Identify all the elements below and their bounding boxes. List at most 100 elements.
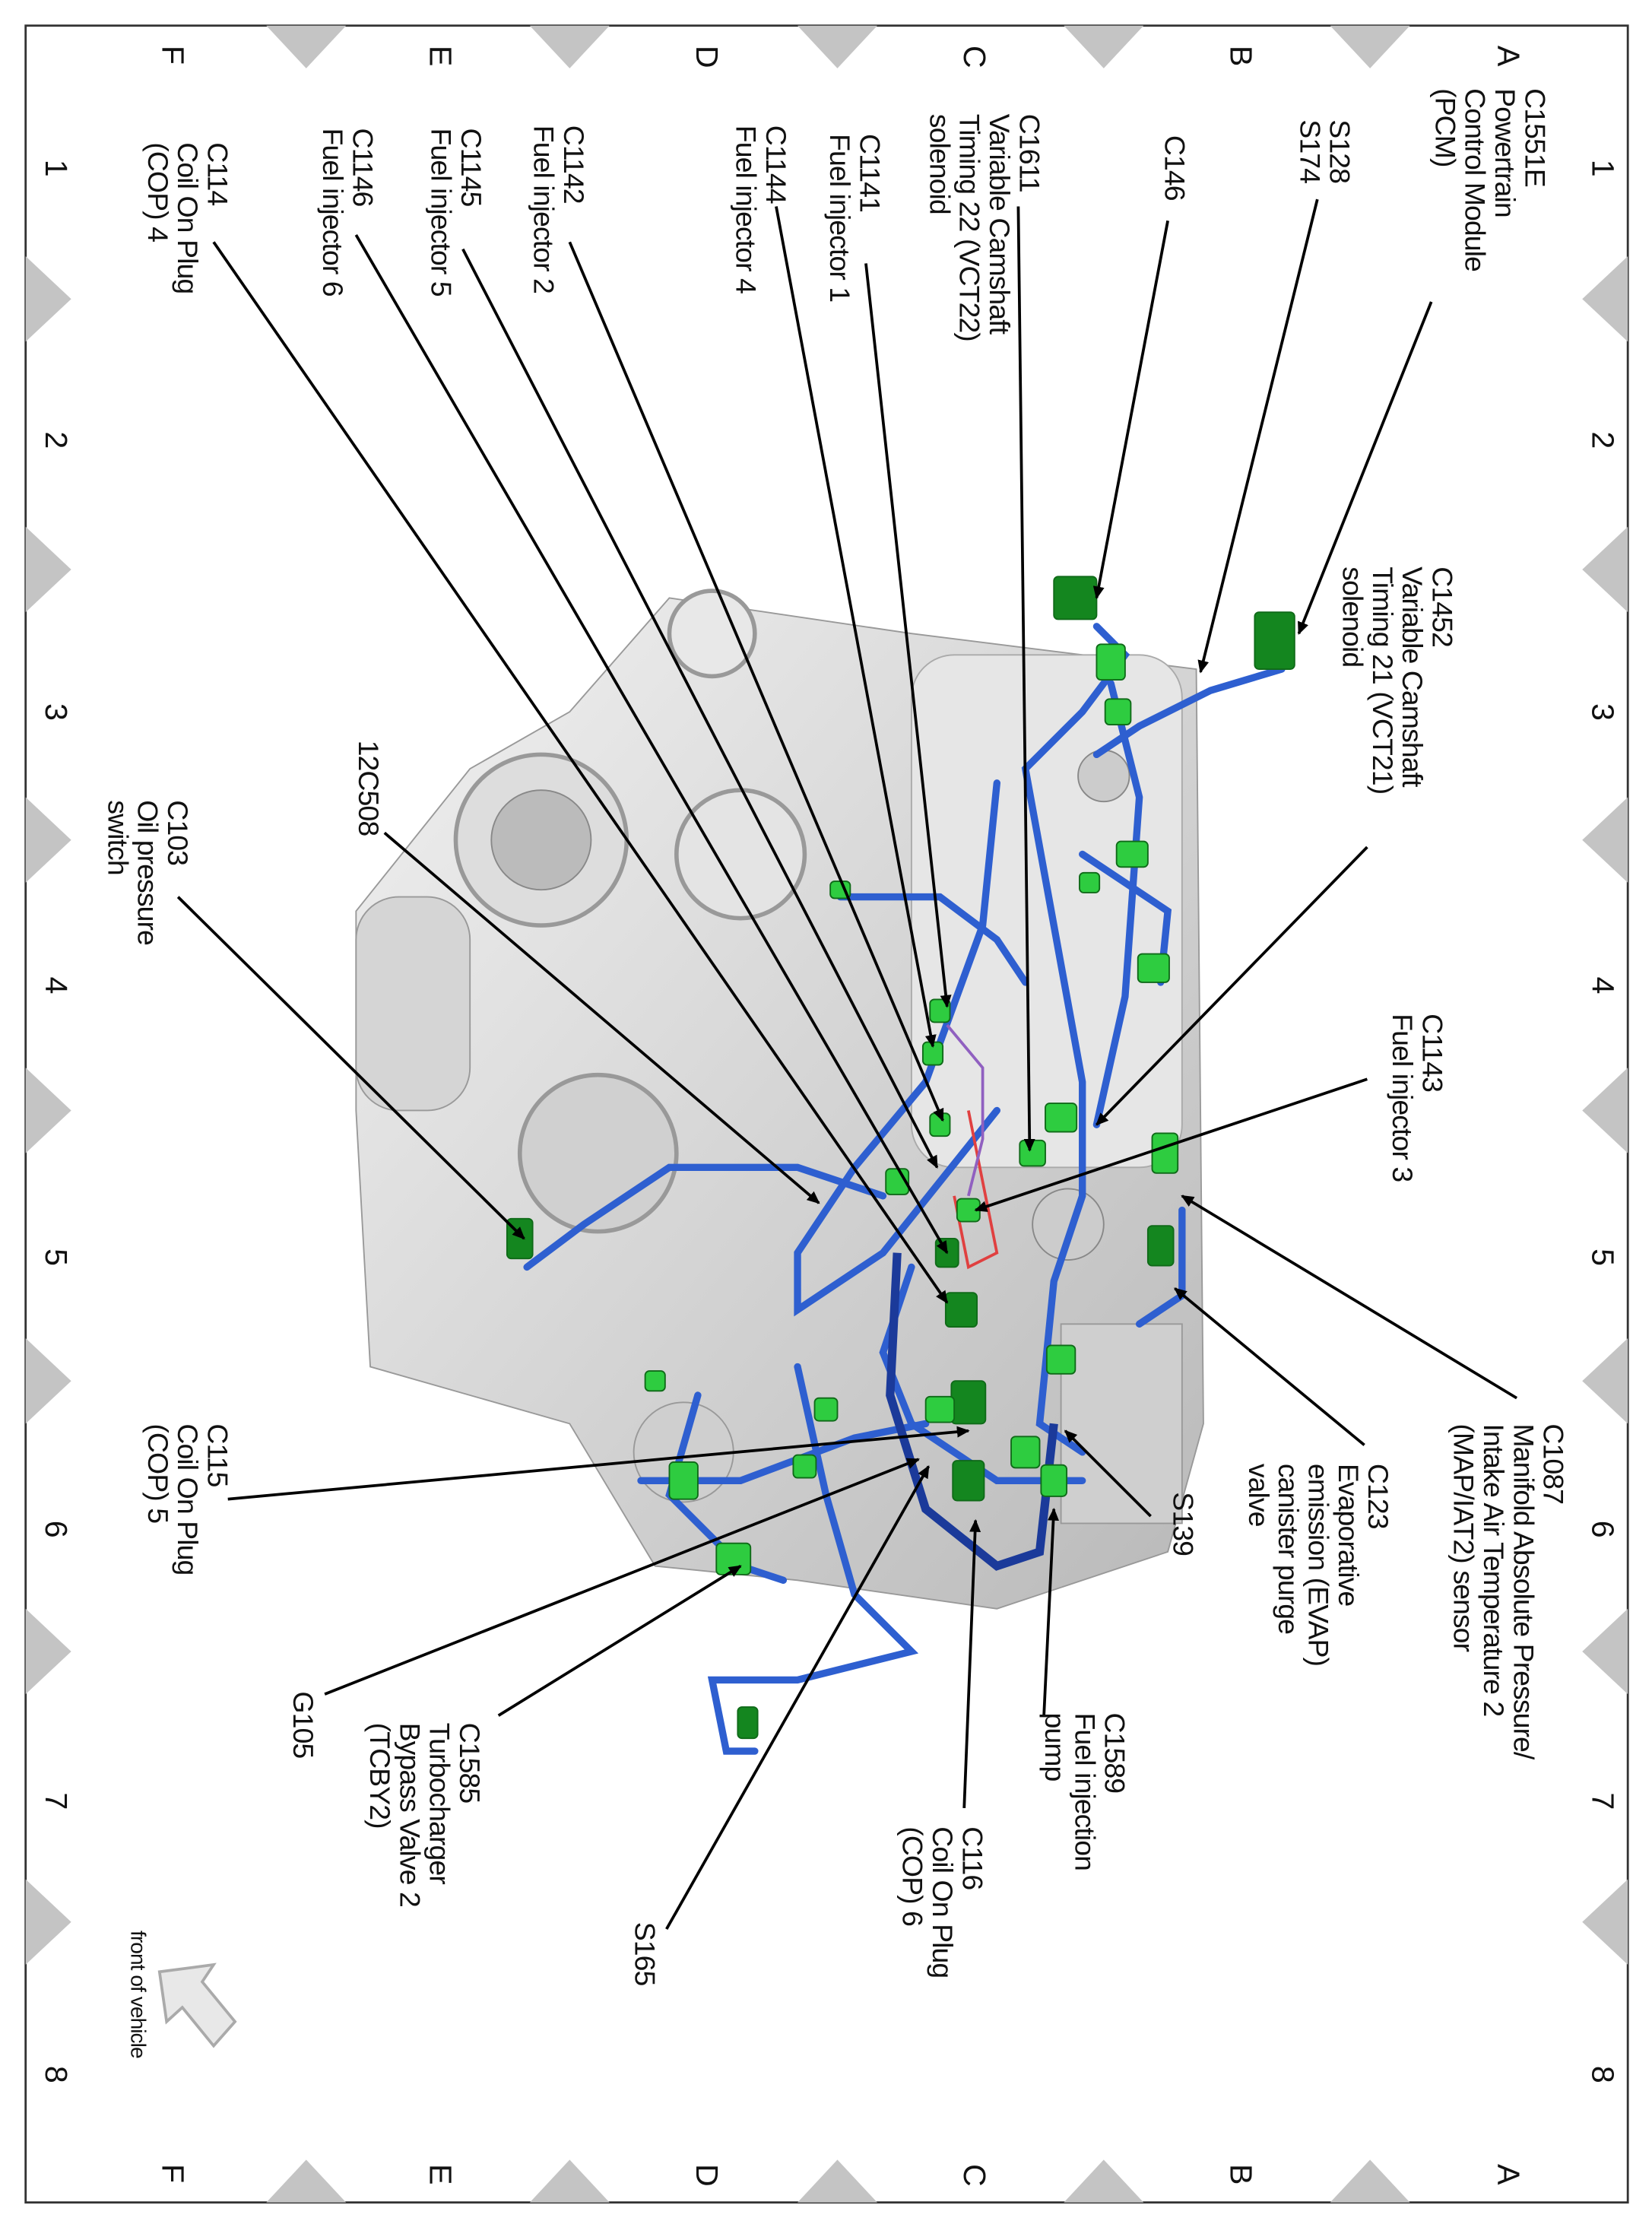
leader-line: [1197, 198, 1319, 674]
leader-line: [383, 831, 820, 1204]
leader-line: [324, 1458, 921, 1696]
connector: [1254, 611, 1295, 670]
callout-s165: S165: [628, 1921, 660, 1986]
connector: [1137, 953, 1170, 983]
column-label: 2: [1584, 431, 1621, 449]
frame-marker: [266, 2159, 347, 2203]
row-label: C: [956, 2164, 993, 2187]
row-label: F: [155, 2164, 192, 2184]
front-of-vehicle-arrow: [157, 1962, 237, 2048]
frame-marker: [1064, 25, 1144, 68]
connector: [813, 1397, 839, 1422]
leader-line: [497, 1565, 742, 1717]
column-label: 8: [1584, 2065, 1621, 2083]
frame-marker: [25, 1608, 71, 1695]
column-label: 8: [38, 2065, 75, 2083]
connector: [1079, 871, 1101, 893]
column-label: 1: [38, 159, 75, 177]
frame-marker: [1582, 256, 1628, 342]
row-label: B: [1223, 45, 1259, 67]
connector: [644, 1370, 666, 1392]
row-label: B: [1223, 2164, 1259, 2185]
row-label: D: [689, 45, 725, 68]
column-label: 7: [38, 1792, 75, 1810]
frame-marker: [25, 256, 71, 342]
connector: [1010, 1436, 1041, 1469]
frame-marker: [1582, 1608, 1628, 1695]
frame-marker: [1582, 797, 1628, 883]
column-label: 2: [38, 431, 75, 449]
row-label: D: [689, 2164, 725, 2187]
row-label: E: [423, 45, 459, 67]
column-label: 4: [38, 976, 75, 995]
leader-line: [227, 1426, 970, 1501]
frame-marker: [1582, 1068, 1628, 1153]
connector: [1146, 1225, 1175, 1267]
leader-line: [665, 1464, 931, 1931]
leader-line: [1064, 1429, 1152, 1518]
row-label: C: [956, 45, 993, 68]
purple-wires: [946, 1023, 985, 1197]
frame-marker: [1330, 25, 1410, 68]
leader-line: [1016, 206, 1035, 1152]
row-label: E: [423, 2164, 459, 2185]
connector: [1104, 698, 1132, 725]
column-label: 6: [38, 1520, 75, 1538]
callout-12c508: 12C508: [351, 740, 383, 836]
column-label: 5: [38, 1249, 75, 1267]
frame-marker: [25, 526, 71, 613]
frame-marker: [797, 2159, 877, 2203]
leader-line: [176, 896, 525, 1240]
frame-marker: [25, 1338, 71, 1424]
frame-marker: [25, 1068, 71, 1153]
leader-lines: [176, 198, 1518, 1931]
leader-line: [1092, 220, 1169, 600]
leader-line: [974, 1077, 1368, 1212]
leader-line: [212, 241, 949, 1304]
connector: [668, 1461, 699, 1500]
connector: [1151, 1132, 1179, 1174]
leader-line: [1096, 846, 1368, 1126]
column-label: 6: [1584, 1520, 1621, 1538]
connector: [1115, 840, 1149, 868]
frame-marker: [1582, 1338, 1628, 1424]
column-label: 4: [1584, 976, 1621, 995]
frame-marker: [25, 1879, 71, 1965]
callout-c146: C146: [1157, 135, 1190, 201]
connector: [1053, 576, 1098, 620]
frame-markers: [25, 25, 1628, 2203]
leader-line: [354, 234, 949, 1255]
leader-line: [962, 1518, 981, 1809]
column-label: 3: [1584, 703, 1621, 721]
leader-line: [461, 248, 939, 1169]
leader-line: [775, 206, 937, 1049]
connector: [737, 1706, 759, 1740]
column-label: 7: [1584, 1792, 1621, 1810]
column-label: 5: [1584, 1249, 1621, 1267]
frame-marker: [1330, 2159, 1410, 2203]
connector: [1019, 1139, 1046, 1167]
row-label: A: [1491, 45, 1527, 67]
frame-marker: [797, 25, 877, 68]
leader-line: [1181, 1195, 1518, 1400]
frame-marker: [529, 25, 610, 68]
leader-line: [1174, 1287, 1365, 1446]
callout-g105: G105: [286, 1691, 318, 1759]
callout-s139: S139: [1166, 1492, 1198, 1556]
